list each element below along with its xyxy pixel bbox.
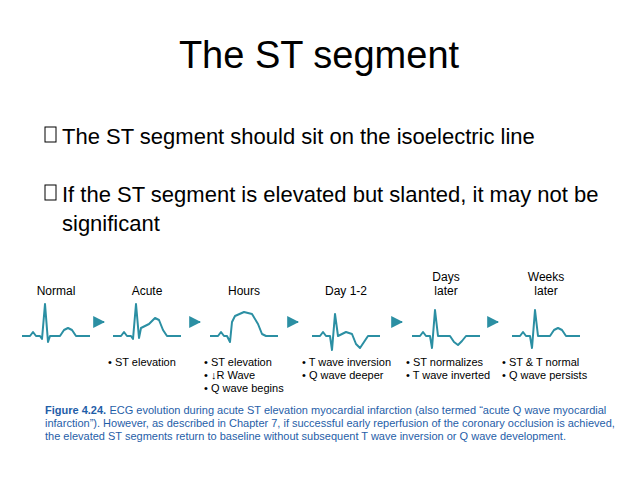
bullet-box bbox=[45, 127, 56, 142]
ecg-waveform bbox=[113, 304, 181, 339]
stage-arrow bbox=[490, 321, 498, 323]
bullet-text: If the ST segment is elevated but slante… bbox=[62, 180, 602, 238]
stage-heading: Acute bbox=[106, 284, 188, 298]
figure-caption: ECG evolution during acute ST elevation … bbox=[45, 404, 615, 442]
ecg-stage: Day 1-2 • T wave inversion• Q wave deeper bbox=[300, 270, 392, 382]
bullet-box bbox=[45, 185, 56, 200]
stage-arrow bbox=[288, 321, 298, 323]
ecg-waveform bbox=[22, 304, 90, 342]
ecg-waveform bbox=[512, 310, 580, 348]
stage-note: • T wave inverted bbox=[404, 369, 488, 382]
stage-heading: Days later bbox=[426, 270, 466, 298]
stage-note: • Q wave deeper bbox=[300, 369, 392, 382]
bullet-text: The ST segment should sit on the isoelec… bbox=[62, 122, 607, 151]
stage-heading: Normal bbox=[20, 284, 92, 298]
stage-note: • Q wave begins bbox=[202, 382, 286, 395]
ecg-stage: Normal bbox=[20, 270, 92, 356]
ecg-stage: Hours • ST elevation• ↓R Wave• Q wave beg… bbox=[202, 270, 286, 395]
stage-arrow bbox=[394, 321, 402, 323]
stage-heading: Hours bbox=[202, 284, 286, 298]
stage-heading: Weeks later bbox=[524, 270, 568, 298]
stage-note: • T wave inversion bbox=[300, 356, 392, 369]
figure-caption-block: Figure 4.24.ECG evolution during acute S… bbox=[45, 404, 620, 443]
stage-note: • ST elevation bbox=[106, 356, 188, 369]
ecg-waveform bbox=[312, 314, 380, 350]
stage-heading: Day 1-2 bbox=[300, 284, 392, 298]
slide-title: The ST segment bbox=[0, 32, 638, 78]
figure-number: Figure 4.24. bbox=[45, 404, 106, 416]
ecg-stage: Days later • ST normalizes• T wave invert… bbox=[404, 270, 488, 382]
ecg-waveform bbox=[210, 312, 278, 342]
stage-note: • ST normalizes bbox=[404, 356, 488, 369]
ecg-stage: Weeks later • ST & T normal• Q wave persi… bbox=[500, 270, 592, 382]
stage-note: • Q wave persists bbox=[500, 369, 592, 382]
stage-note: • ST elevation bbox=[202, 356, 286, 369]
ecg-waveform bbox=[412, 310, 480, 348]
stage-note: • ST & T normal bbox=[500, 356, 592, 369]
stage-arrow bbox=[94, 321, 104, 323]
stage-arrow bbox=[190, 321, 200, 323]
ecg-stage: Acute • ST elevation bbox=[106, 270, 188, 369]
stage-note: • ↓R Wave bbox=[202, 369, 286, 382]
